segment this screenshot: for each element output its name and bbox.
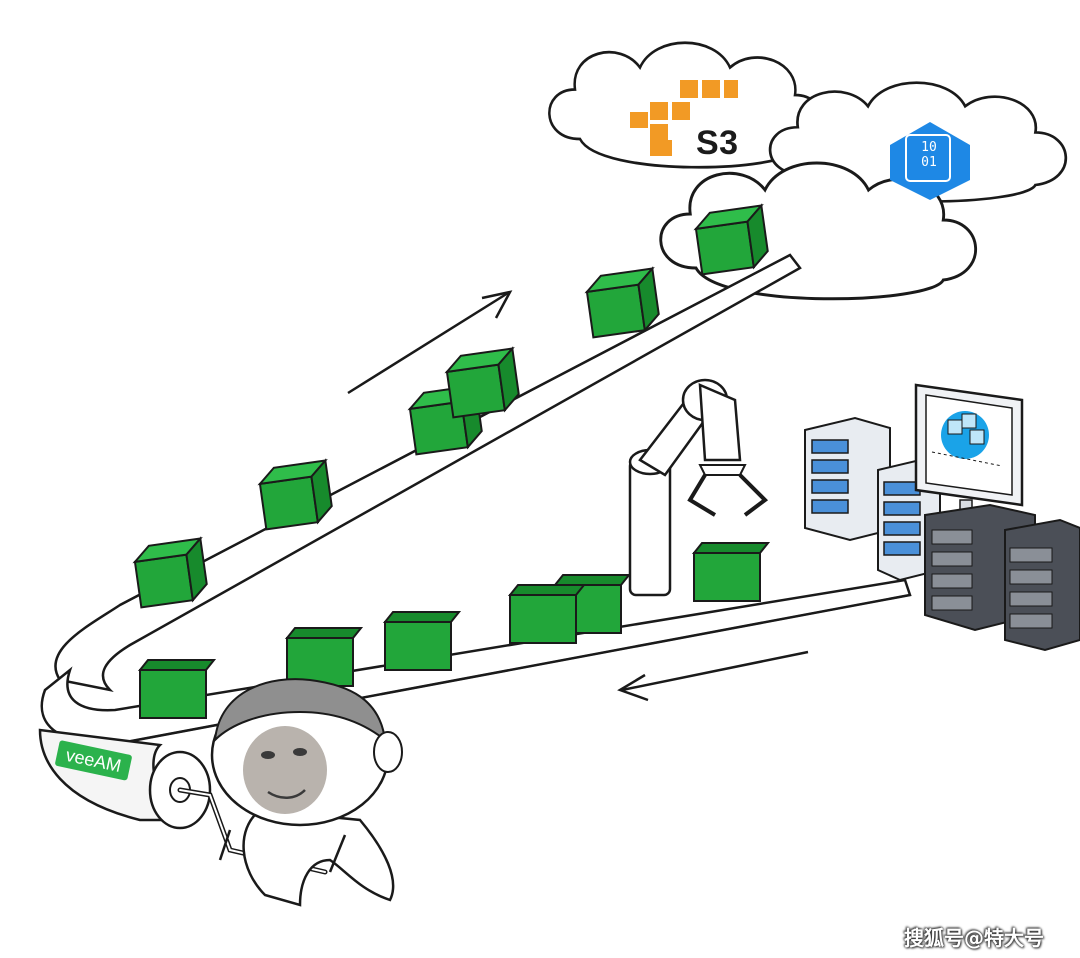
box-low-3 [384,611,460,671]
watermark-text: 搜狐号@特大号 [904,926,1044,950]
azure-blob-icon [890,122,970,200]
arrow-up-icon [347,290,513,395]
box-low-5 [509,584,585,644]
monitor-icon [914,383,1024,531]
azure-blob-digits: 10 01 [921,140,937,170]
arrow-down-icon [617,650,809,702]
robot-arm-icon [628,378,769,597]
box-low-6 [693,542,769,602]
box-low-2 [286,627,362,687]
dark-server-rack-icon [924,503,1080,652]
s3-label: S3 [696,124,739,162]
aws-s3-icon [630,80,738,156]
box-low-1 [139,659,215,719]
cartoon-character [210,678,403,907]
